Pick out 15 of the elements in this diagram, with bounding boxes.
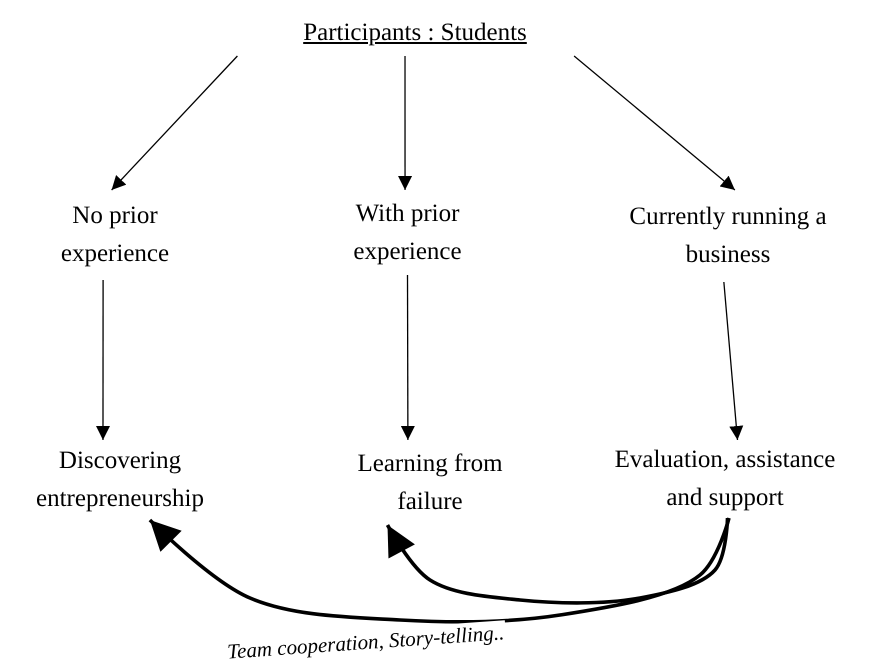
node-label: With prior experience [352, 198, 463, 266]
node-label: No prior experience [60, 201, 170, 269]
arrow [96, 280, 110, 440]
node-label: Discovering entrepreneurship [35, 446, 205, 514]
node-label: Learning from failure [356, 448, 504, 516]
arrow [574, 56, 736, 190]
arrow [400, 275, 415, 440]
arrow [148, 518, 731, 624]
arrow [111, 56, 238, 190]
arrow [386, 518, 730, 605]
node-label: Currently running a business [628, 202, 828, 270]
arrow [398, 56, 412, 190]
heading: Participants : Students [303, 18, 527, 48]
node-label: Evaluation, assistance and support [614, 445, 836, 513]
arrow [723, 282, 744, 440]
